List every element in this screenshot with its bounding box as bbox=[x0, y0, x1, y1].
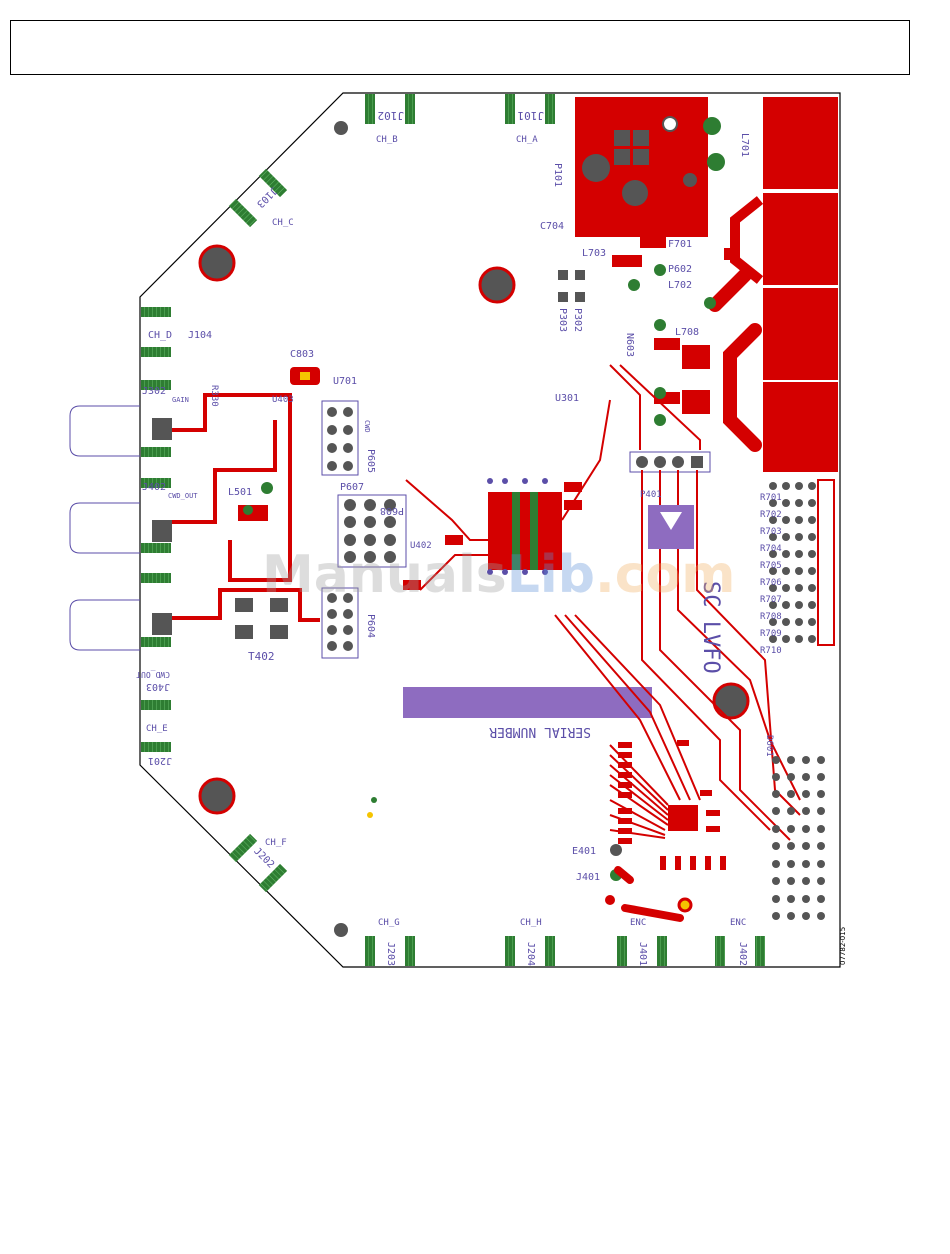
page-header-box bbox=[10, 20, 910, 75]
left-signal-section bbox=[152, 367, 407, 659]
j302-label: GAIN bbox=[172, 396, 189, 404]
left-connector-pads bbox=[141, 307, 171, 752]
diag-connector-upper bbox=[228, 168, 288, 228]
r330-ref: R330 bbox=[209, 385, 219, 407]
j401-ref: J401 bbox=[637, 942, 648, 966]
j203-label: CH_G bbox=[378, 918, 400, 928]
r703-ref: R703 bbox=[760, 527, 782, 537]
j202-label: CH_F bbox=[265, 838, 287, 848]
jumper-header bbox=[609, 364, 801, 841]
diag-connector-lower bbox=[228, 833, 288, 893]
j403-label: CWD_OUT bbox=[136, 670, 170, 679]
j401-label: ENC bbox=[630, 918, 646, 928]
brand-text: SC LVFO bbox=[698, 581, 723, 674]
j101-ref: J101 bbox=[518, 109, 545, 122]
top-connectors bbox=[365, 94, 555, 124]
j103-label: CH_C bbox=[272, 218, 294, 228]
j302-ref: J302 bbox=[142, 386, 166, 397]
central-ic bbox=[403, 399, 611, 591]
c803-ref: C803 bbox=[290, 349, 314, 360]
figure-id: 07782-015 bbox=[839, 927, 847, 965]
r708-ref: R708 bbox=[760, 612, 782, 622]
d601-ref: D601 bbox=[764, 735, 774, 757]
j102-ref: J102 bbox=[378, 109, 405, 122]
r705-ref: R705 bbox=[760, 561, 782, 571]
watermark: ManualsLib.com bbox=[262, 545, 735, 605]
p101-ref: P101 bbox=[552, 163, 563, 187]
j104-label: CH_D bbox=[148, 330, 172, 341]
r707-ref: R707 bbox=[760, 595, 782, 605]
p607-ref: P607 bbox=[340, 482, 364, 493]
serial-number-box bbox=[403, 687, 652, 718]
j402-label: CWD_OUT bbox=[168, 492, 198, 500]
lower-ic-section bbox=[367, 614, 726, 922]
u301-ref: U301 bbox=[555, 393, 579, 404]
p401-ref: P401 bbox=[640, 490, 662, 500]
l708-ref: L708 bbox=[675, 327, 699, 338]
e401-ref: E401 bbox=[572, 846, 596, 857]
j101-label: CH_A bbox=[516, 135, 538, 145]
j402b-ref: J402 bbox=[737, 942, 748, 966]
j401b-ref: J401 bbox=[576, 872, 600, 883]
n603-ref: N603 bbox=[624, 333, 635, 357]
pcb-layout-drawing: J102 CH_B J101 CH_A J103 CH_C J202 CH_F … bbox=[69, 92, 847, 968]
p303-ref: P303 bbox=[557, 308, 568, 332]
u403-ref: U403 bbox=[272, 395, 294, 405]
serial-number-label: SERIAL NUMBER bbox=[489, 724, 591, 739]
r704-ref: R704 bbox=[760, 544, 782, 554]
t402-ref: T402 bbox=[248, 650, 275, 663]
j402b-label: ENC bbox=[730, 918, 746, 928]
right-resistor-column bbox=[769, 479, 835, 920]
j104-ref: J104 bbox=[188, 330, 212, 341]
p302-ref: P302 bbox=[572, 308, 583, 332]
bottom-connector-pads bbox=[365, 936, 765, 966]
r706-ref: R706 bbox=[760, 578, 782, 588]
r702-ref: R702 bbox=[760, 510, 782, 520]
l501-ref: L501 bbox=[228, 487, 252, 498]
cwd-label: CWD bbox=[363, 420, 371, 433]
f701-ref: F701 bbox=[668, 239, 692, 250]
p604-ref: P604 bbox=[365, 614, 376, 638]
c704-ref: C704 bbox=[540, 221, 564, 232]
u402-ref: U402 bbox=[410, 541, 432, 551]
j201-label: CH_E bbox=[146, 724, 168, 734]
edge-connector-outlines bbox=[69, 405, 140, 651]
j204-label: CH_H bbox=[520, 918, 542, 928]
j201-ref: J201 bbox=[148, 755, 172, 766]
j204-ref: J204 bbox=[525, 942, 536, 966]
j203-ref: J203 bbox=[385, 942, 396, 966]
p605-ref: P605 bbox=[365, 449, 376, 473]
l701-ref: L701 bbox=[739, 133, 750, 157]
l703-ref: L703 bbox=[582, 248, 606, 259]
power-section bbox=[558, 97, 838, 472]
u701-ref: U701 bbox=[333, 376, 357, 387]
r710-ref: R710 bbox=[760, 646, 782, 656]
r709-ref: R709 bbox=[760, 629, 782, 639]
p608-ref: P608 bbox=[380, 505, 404, 516]
j403-ref: J403 bbox=[146, 681, 170, 692]
j402-ref: J402 bbox=[142, 482, 166, 493]
mounting-holes bbox=[198, 121, 750, 937]
j102-label: CH_B bbox=[376, 135, 398, 145]
r701-ref: R701 bbox=[760, 493, 782, 503]
l702-ref: L702 bbox=[668, 280, 692, 291]
p602-ref: P602 bbox=[668, 264, 692, 275]
